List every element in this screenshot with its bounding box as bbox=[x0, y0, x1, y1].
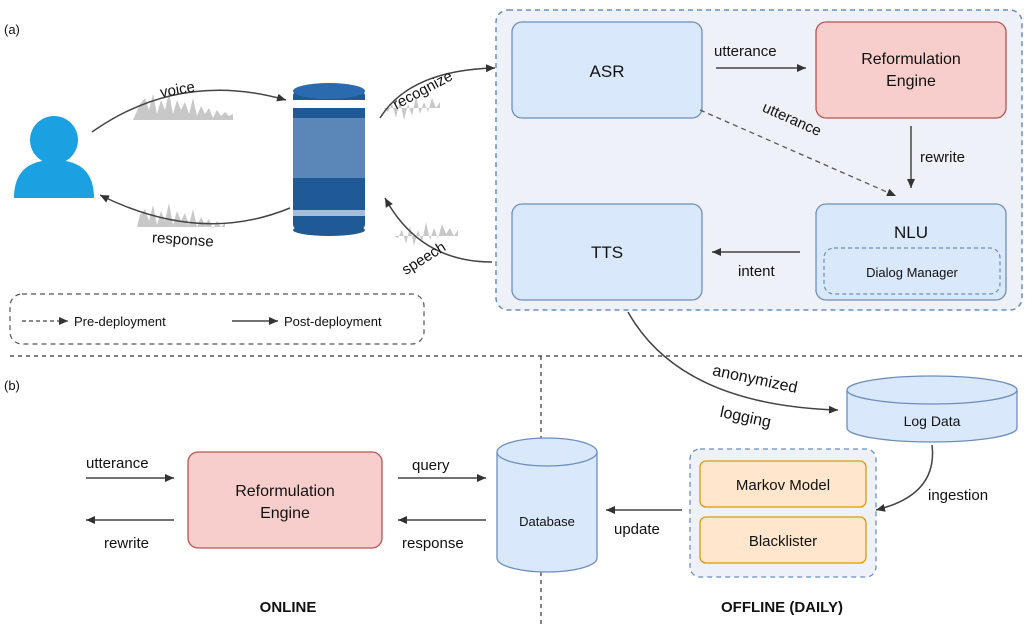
edge-label-update: update bbox=[614, 521, 660, 538]
markov-model-node: Markov Model bbox=[699, 460, 867, 508]
section-online: ONLINE bbox=[260, 599, 317, 616]
legend-post-deployment: Post-deployment bbox=[284, 314, 382, 329]
user-icon bbox=[14, 116, 94, 198]
blacklister-label: Blacklister bbox=[749, 533, 817, 550]
edge-speech bbox=[384, 197, 493, 263]
panel-b-label: (b) bbox=[4, 378, 20, 393]
tts-node: TTS bbox=[511, 203, 703, 301]
edge-label-utterance-post: utterance bbox=[714, 43, 777, 60]
legend-pre-deployment: Pre-deployment bbox=[74, 314, 166, 329]
reformulation-engine-node-a: Reformulation Engine bbox=[815, 21, 1007, 119]
reformulation-b-label-line1: Reformulation bbox=[235, 483, 335, 500]
edge-label-response-b: response bbox=[402, 535, 464, 552]
edge-label-logging: logging bbox=[718, 404, 772, 431]
nlu-node: NLU Dialog Manager bbox=[815, 203, 1007, 301]
section-offline: OFFLINE (DAILY) bbox=[721, 599, 843, 616]
edge-anonymized-logging bbox=[627, 311, 839, 414]
edge-label-ingestion: ingestion bbox=[928, 487, 988, 504]
edge-label-speech: speech bbox=[399, 239, 449, 279]
reformulation-label-line1: Reformulation bbox=[861, 51, 961, 68]
database-cylinder-icon: Database bbox=[496, 437, 598, 573]
log-data-label: Log Data bbox=[904, 413, 961, 429]
edge-label-intent: intent bbox=[738, 263, 776, 280]
reformulation-b-label-line2: Engine bbox=[260, 505, 310, 522]
legend: Pre-deployment Post-deployment bbox=[9, 293, 425, 345]
edge-response bbox=[99, 194, 291, 225]
nlu-label: NLU bbox=[894, 223, 928, 242]
dialog-manager-node bbox=[823, 247, 1001, 295]
tts-label: TTS bbox=[591, 243, 623, 262]
waveform-icon bbox=[133, 92, 458, 246]
database-label: Database bbox=[519, 514, 575, 529]
edge-ingestion bbox=[875, 444, 934, 512]
edge-label-response: response bbox=[151, 229, 214, 250]
log-data-cylinder: Log Data bbox=[846, 375, 1018, 443]
panel-a-label: (a) bbox=[4, 22, 20, 37]
edge-label-rewrite-online: rewrite bbox=[104, 535, 149, 552]
edge-label-voice: voice bbox=[159, 79, 196, 102]
edge-label-anonymized: anonymized bbox=[711, 362, 799, 397]
asr-node: ASR bbox=[511, 21, 703, 119]
reformulation-label-line2: Engine bbox=[886, 73, 936, 90]
reformulation-engine-node-b: Reformulation Engine bbox=[187, 451, 383, 549]
edge-label-query: query bbox=[412, 457, 450, 474]
edge-recognize bbox=[379, 64, 496, 119]
edge-label-rewrite: rewrite bbox=[920, 149, 965, 166]
asr-label: ASR bbox=[590, 62, 625, 81]
blacklister-node: Blacklister bbox=[699, 516, 867, 564]
edge-voice bbox=[91, 89, 287, 133]
markov-model-label: Markov Model bbox=[736, 477, 830, 494]
smart-speaker-icon bbox=[293, 83, 365, 236]
edge-label-utterance-online: utterance bbox=[86, 455, 149, 472]
dialog-manager-label: Dialog Manager bbox=[866, 265, 958, 280]
